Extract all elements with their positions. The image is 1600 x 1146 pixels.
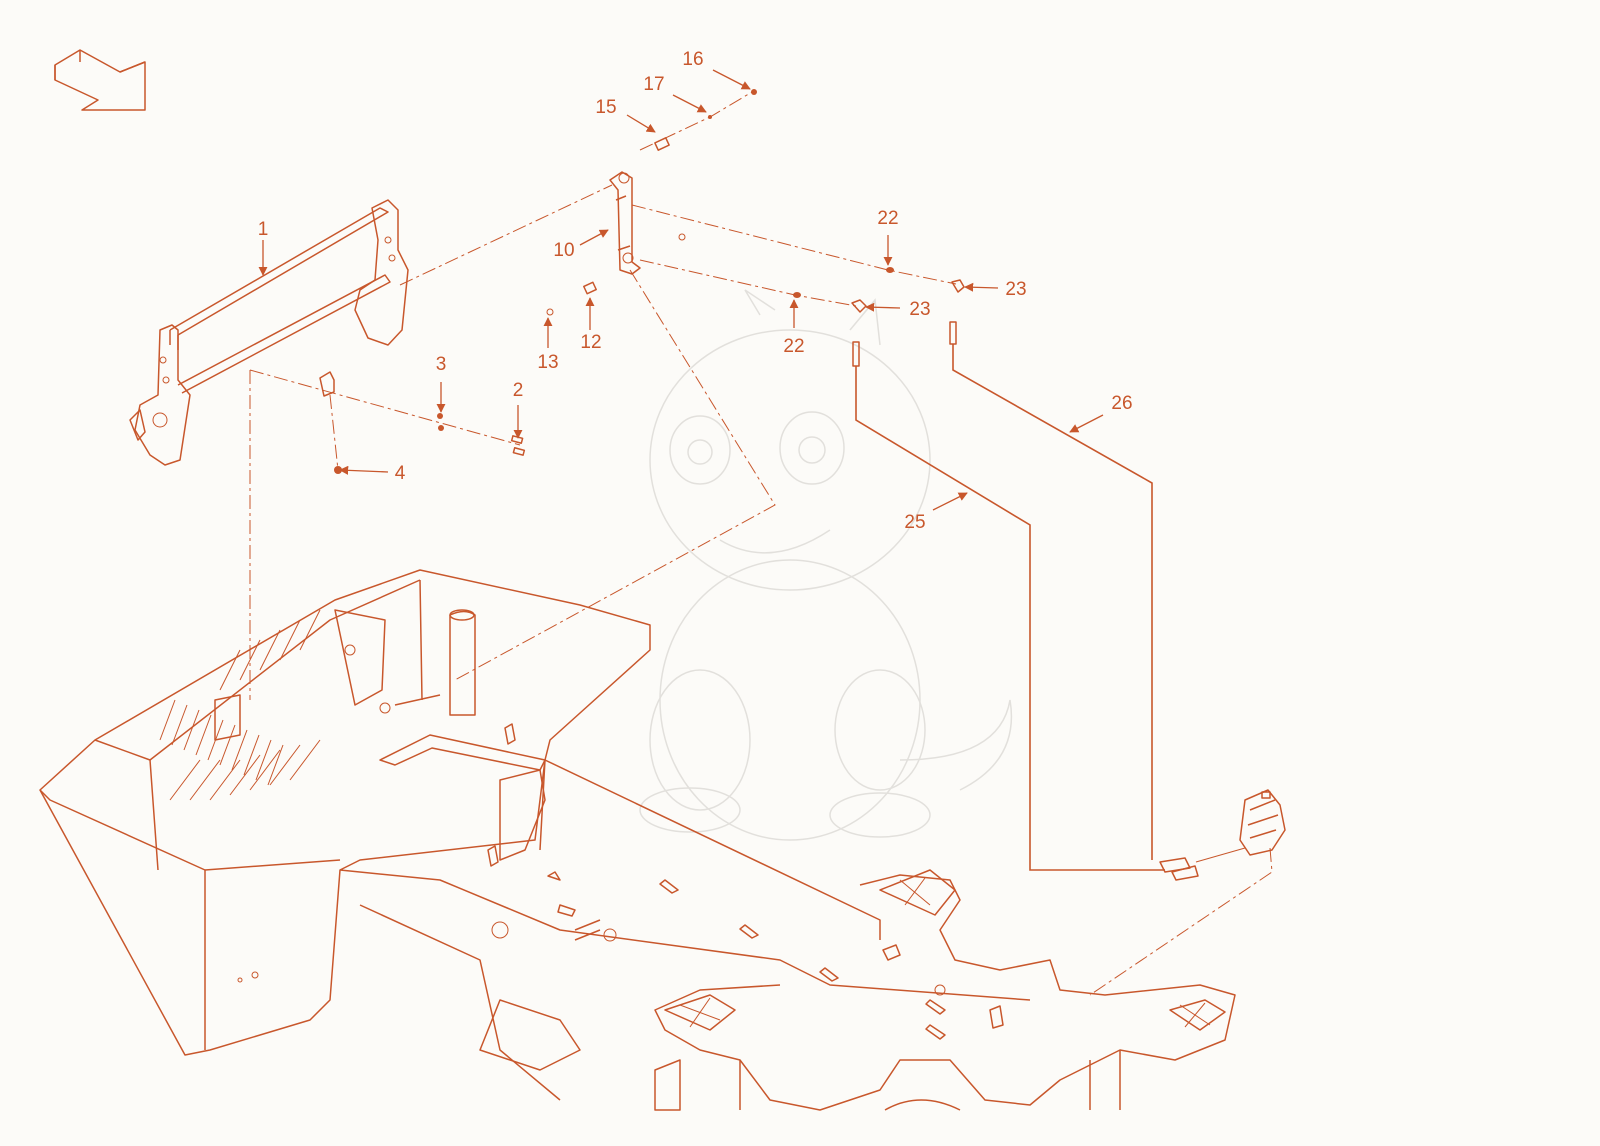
callout-labels: 1 2 3 4 10 12 13 15 16 17 22 22 23 23 25…	[258, 49, 1133, 533]
callout-25: 25	[904, 512, 925, 533]
quick-attach-frame	[129, 199, 409, 466]
side-panel-slots	[159, 609, 321, 801]
callout-3: 3	[436, 354, 447, 375]
callout-4: 4	[395, 463, 406, 484]
hydraulic-hoses	[855, 344, 1246, 881]
callout-12: 12	[580, 332, 601, 353]
callout-16: 16	[682, 49, 703, 70]
direction-arrow-icon	[54, 49, 146, 111]
floor-brackets	[487, 723, 1004, 1040]
control-valve	[1239, 789, 1286, 856]
callout-22-lower: 22	[783, 336, 804, 357]
dragon-watermark	[639, 289, 1013, 841]
hose-fittings	[793, 267, 965, 367]
callout-23-upper: 23	[1005, 279, 1026, 300]
callout-1: 1	[258, 219, 269, 240]
assembly-lines	[249, 91, 1273, 996]
hydraulic-cylinder	[546, 89, 757, 316]
callout-22-upper: 22	[877, 208, 898, 229]
callout-26: 26	[1111, 393, 1132, 414]
pin-hardware	[319, 371, 526, 474]
callout-23-lower: 23	[909, 299, 930, 320]
callout-17: 17	[643, 74, 664, 95]
callout-10: 10	[553, 240, 574, 261]
callout-13: 13	[537, 352, 558, 373]
callout-2: 2	[513, 380, 524, 401]
leader-arrows	[258, 69, 1104, 511]
chassis-frame	[39, 569, 1236, 1111]
callout-15: 15	[595, 97, 616, 118]
